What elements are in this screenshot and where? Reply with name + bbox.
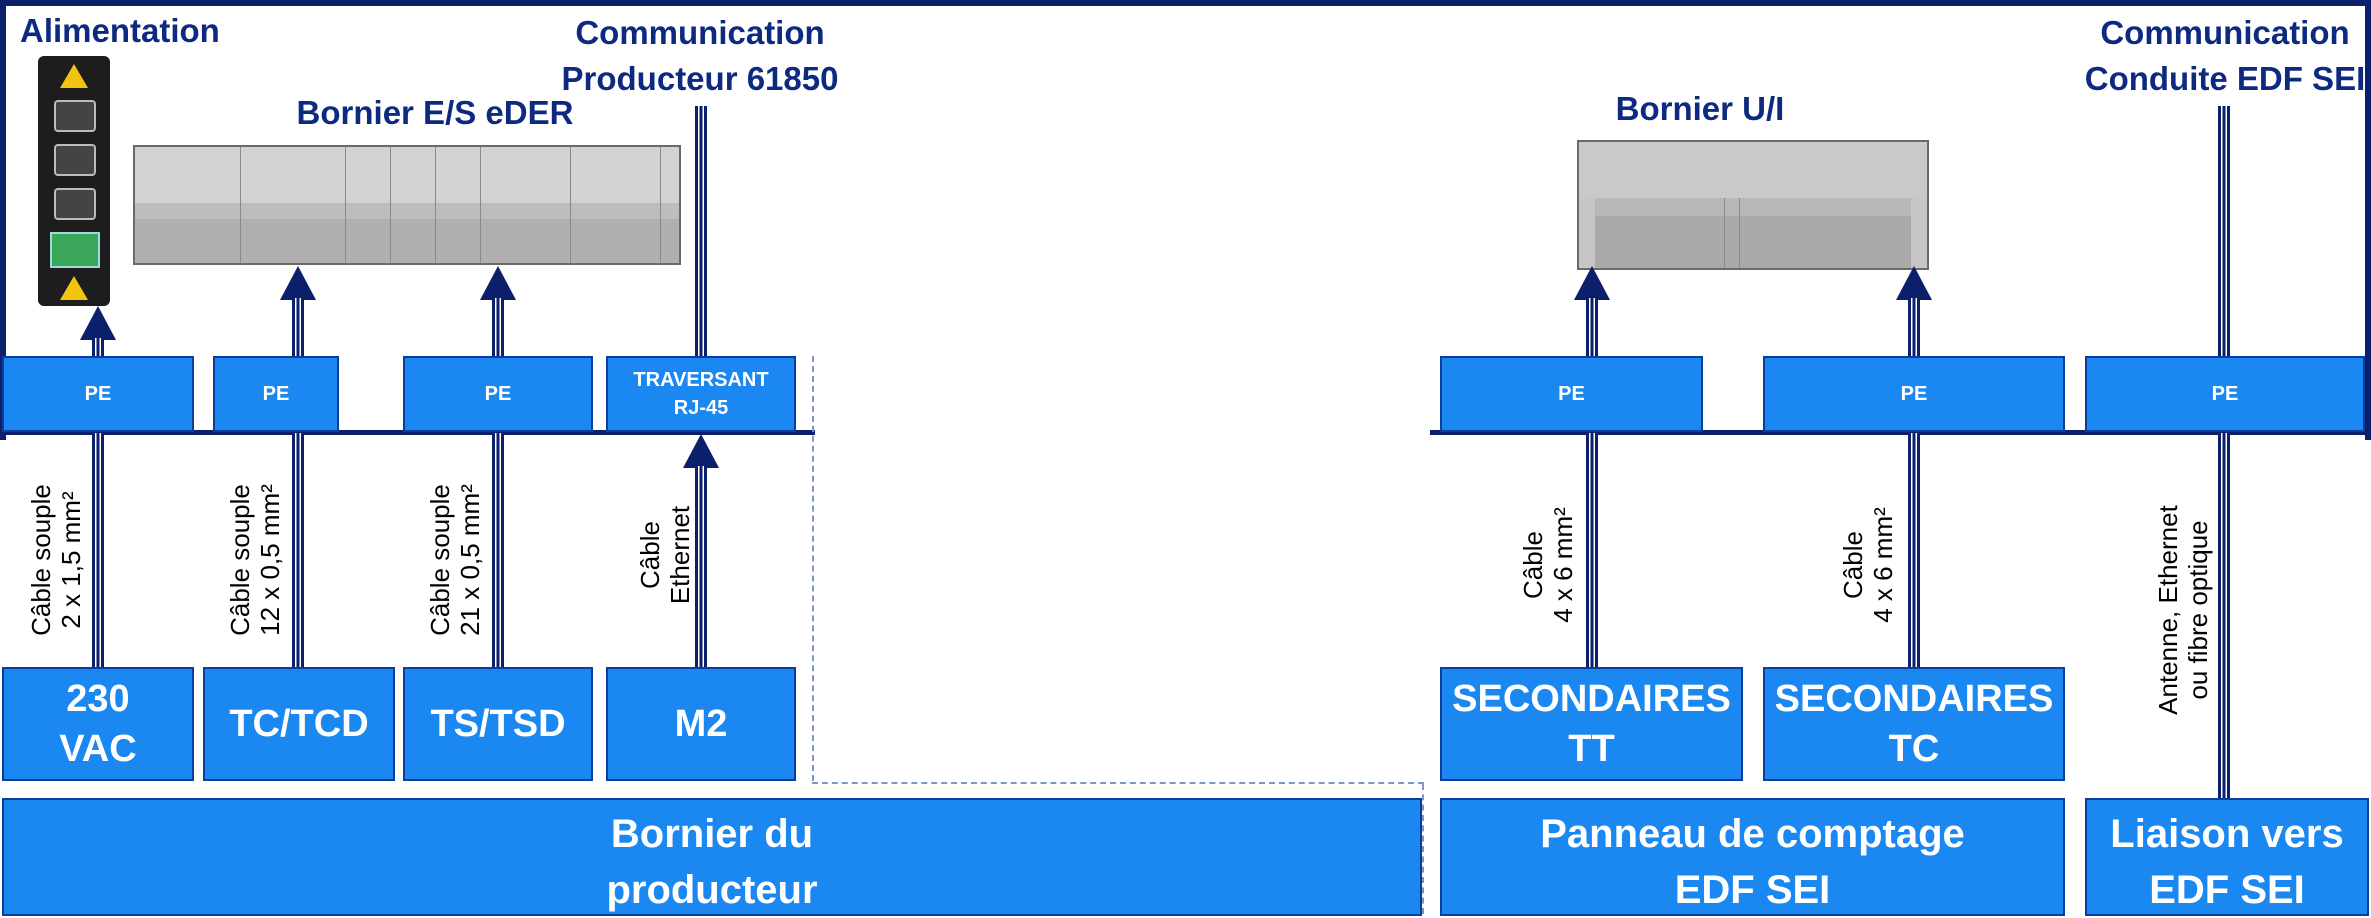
title-alimentation: Alimentation xyxy=(20,12,220,49)
cable-segment xyxy=(92,433,104,667)
plug-icon xyxy=(54,100,96,132)
power-supply-module xyxy=(38,56,110,306)
cable-label-conduite: Antenne, Ethernet ou fibre optique xyxy=(2153,505,2213,715)
panel-liaison-edf-sei: Liaison vers EDF SEI xyxy=(2085,798,2369,916)
pe-box-tc-comptage: PE xyxy=(1763,356,2065,432)
frame-left-border xyxy=(0,0,6,440)
cable-segment xyxy=(1908,433,1920,667)
cable-label-tt: Câble 4 x 6 mm² xyxy=(1518,507,1578,623)
frame-right-border xyxy=(2365,0,2371,440)
pe-box-ts: PE xyxy=(403,356,593,432)
right-bus-line xyxy=(1430,430,2371,435)
cable-segment xyxy=(695,466,707,667)
terminal-header xyxy=(135,147,679,203)
connector-icon xyxy=(50,232,100,268)
left-bus-line xyxy=(0,430,815,435)
title-bornier-ui: Bornier U/I xyxy=(1615,90,1785,127)
arrow-up-icon xyxy=(480,266,516,300)
terminal-header xyxy=(1579,142,1927,198)
arrow-up-icon xyxy=(683,434,719,468)
pe-box-alimentation: PE xyxy=(2,356,194,432)
device-ts-tsd: TS/TSD xyxy=(403,667,593,781)
producer-zone-dashed-edge xyxy=(812,356,814,781)
arrow-up-icon xyxy=(80,306,116,340)
terminal-pins xyxy=(135,219,679,263)
cable-segment xyxy=(92,338,104,358)
cable-segment xyxy=(2218,433,2230,800)
producer-zone-dashed-edge xyxy=(812,782,1424,784)
cable-label-tc: Câble souple 12 x 0,5 mm² xyxy=(225,484,285,636)
plug-icon xyxy=(54,144,96,176)
title-comm-producteur-line1: Communication xyxy=(575,14,825,51)
device-230vac: 230 VAC xyxy=(2,667,194,781)
arrow-up-icon xyxy=(1574,266,1610,300)
cable-segment xyxy=(292,433,304,667)
pe-box-tt: PE xyxy=(1440,356,1703,432)
title-comm-producteur-line2: Producteur 61850 xyxy=(561,60,839,97)
cable-segment xyxy=(1586,433,1598,667)
cable-segment xyxy=(492,298,504,358)
cable-segment xyxy=(1908,298,1920,358)
title-comm-conduite-line2: Conduite EDF SEI xyxy=(2084,60,2366,97)
terminal-pins xyxy=(1595,216,1911,268)
title-comm-conduite-line1: Communication xyxy=(2100,14,2350,51)
cable-comm-conduite xyxy=(2218,106,2230,358)
device-secondaires-tc: SECONDAIRES TC xyxy=(1763,667,2065,781)
arrow-up-icon xyxy=(280,266,316,300)
frame-top-border xyxy=(0,0,2371,6)
pe-box-traversant-rj45: TRAVERSANT RJ-45 xyxy=(606,356,796,432)
ui-terminal-block xyxy=(1577,140,1929,270)
panel-bornier-producteur: Bornier du producteur xyxy=(2,798,1422,916)
warning-icon xyxy=(60,276,88,300)
warning-icon xyxy=(60,64,88,88)
cable-label-ts: Câble souple 21 x 0,5 mm² xyxy=(425,484,485,636)
cable-label-tc-comptage: Câble 4 x 6 mm² xyxy=(1838,507,1898,623)
device-m2: M2 xyxy=(606,667,796,781)
pe-box-tc: PE xyxy=(213,356,339,432)
cable-segment xyxy=(492,433,504,667)
arrow-up-icon xyxy=(1896,266,1932,300)
cable-label-ethernet: Câble Ethernet xyxy=(635,505,695,605)
device-secondaires-tt: SECONDAIRES TT xyxy=(1440,667,1743,781)
cable-label-alimentation: Câble souple 2 x 1,5 mm² xyxy=(26,484,86,636)
cable-segment xyxy=(292,298,304,358)
eder-terminal-block xyxy=(133,145,681,265)
panel-comptage-edf-sei: Panneau de comptage EDF SEI xyxy=(1440,798,2065,916)
cable-comm-producteur xyxy=(695,106,707,358)
plug-icon xyxy=(54,188,96,220)
device-tc-tcd: TC/TCD xyxy=(203,667,395,781)
title-bornier-es: Bornier E/S eDER xyxy=(296,94,574,131)
terminal-group-row xyxy=(1595,198,1911,216)
terminal-group-row xyxy=(135,203,679,219)
producer-zone-dashed-edge xyxy=(1422,784,1424,914)
pe-box-conduite: PE xyxy=(2085,356,2365,432)
cable-segment xyxy=(1586,298,1598,358)
